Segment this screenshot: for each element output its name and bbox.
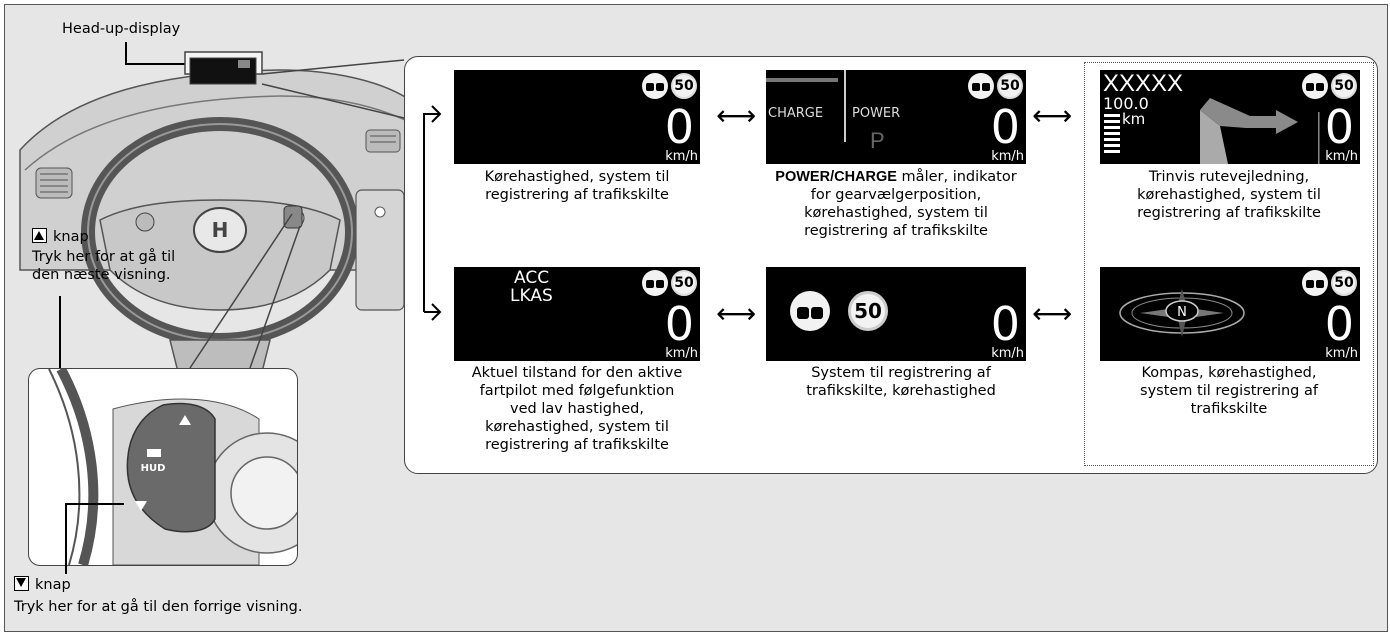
traffic-sign-icon <box>642 73 668 99</box>
screen-navigation: XXXXX 100.0 km 50 0 km/h <box>1100 70 1360 164</box>
caption-screen-2: POWER/CHARGE måler, indikator for gearvæ… <box>775 169 1017 239</box>
speed-limit-sign: 50 <box>1331 73 1357 99</box>
screen-speed-sign: 50 0 km/h <box>454 70 700 164</box>
distance-value: 100.0 <box>1103 94 1149 113</box>
gear-indicator: P <box>870 128 885 153</box>
up-key-text: knap <box>53 229 89 245</box>
traffic-sign-icon <box>790 291 830 331</box>
speed-unit: km/h <box>991 149 1024 164</box>
speed-value: 0 <box>664 100 694 154</box>
navigation-modes-group <box>1084 62 1374 466</box>
lkas-label: LKAS <box>510 286 553 306</box>
up-key-description: Tryk her for at gå til <box>32 249 176 265</box>
speed-unit: km/h <box>665 346 698 361</box>
screen-sign-recognition: 50 0 km/h <box>766 267 1026 361</box>
screen-acc-lkas: ACC LKAS 50 0 km/h <box>454 267 700 361</box>
down-triangle-icon <box>14 576 29 591</box>
swap-arrow-icon: ⟷ <box>716 99 757 132</box>
swap-arrow-icon: ⟷ <box>1032 99 1073 132</box>
turn-arrow-icon <box>1104 98 1320 164</box>
svg-text:HUD: HUD <box>141 463 166 474</box>
speed-value: 0 <box>990 297 1020 351</box>
swap-arrow-icon: ⟷ <box>1032 297 1073 330</box>
screen-compass: N 50 0 km/h <box>1100 267 1360 361</box>
swap-arrow-icon: ⟷ <box>716 297 757 330</box>
speed-limit-sign: 50 <box>671 73 697 99</box>
down-key-description: Tryk her for at gå til den forrige visni… <box>14 599 303 615</box>
speed-value: 0 <box>990 100 1020 154</box>
svg-text:N: N <box>1177 305 1187 320</box>
traffic-sign-icon <box>968 73 994 99</box>
charge-label: CHARGE <box>768 106 824 121</box>
traffic-sign-icon <box>642 270 668 296</box>
speed-value: 0 <box>1324 100 1354 154</box>
caption-screen-6: Kompas, kørehastighed,system til registr… <box>1140 365 1318 417</box>
speed-limit-sign: 50 <box>848 291 888 331</box>
street-name: XXXXX <box>1103 70 1184 97</box>
down-key-text: knap <box>35 577 71 593</box>
acc-label: ACC <box>514 268 550 288</box>
down-key-label: knap <box>14 576 71 594</box>
svg-text:H: H <box>212 218 229 242</box>
speed-unit: km/h <box>991 346 1024 361</box>
up-key-description-2: den næste visning. <box>32 267 171 283</box>
traffic-sign-icon <box>1302 270 1328 296</box>
distance-unit: km <box>1122 110 1146 128</box>
switch-inset: HUD <box>28 368 298 566</box>
speed-limit-sign: 50 <box>997 73 1023 99</box>
speed-unit: km/h <box>1325 346 1358 361</box>
up-key-label: knap <box>32 228 89 246</box>
speed-limit-sign: 50 <box>1331 270 1357 296</box>
traffic-sign-icon <box>1302 73 1328 99</box>
speed-value: 0 <box>1324 297 1354 351</box>
speed-value: 0 <box>664 297 694 351</box>
power-label: POWER <box>852 106 901 121</box>
caption-screen-3: Trinvis rutevejledning,kørehastighed, sy… <box>1137 169 1321 221</box>
compass-icon: N <box>1119 289 1245 337</box>
speed-unit: km/h <box>1325 149 1358 164</box>
up-triangle-icon <box>32 228 47 243</box>
speed-unit: km/h <box>665 149 698 164</box>
screen-power-charge: CHARGE POWER P 50 0 km/h <box>766 70 1026 164</box>
speed-limit-sign: 50 <box>671 270 697 296</box>
hud-label: Head-up-display <box>62 21 181 37</box>
